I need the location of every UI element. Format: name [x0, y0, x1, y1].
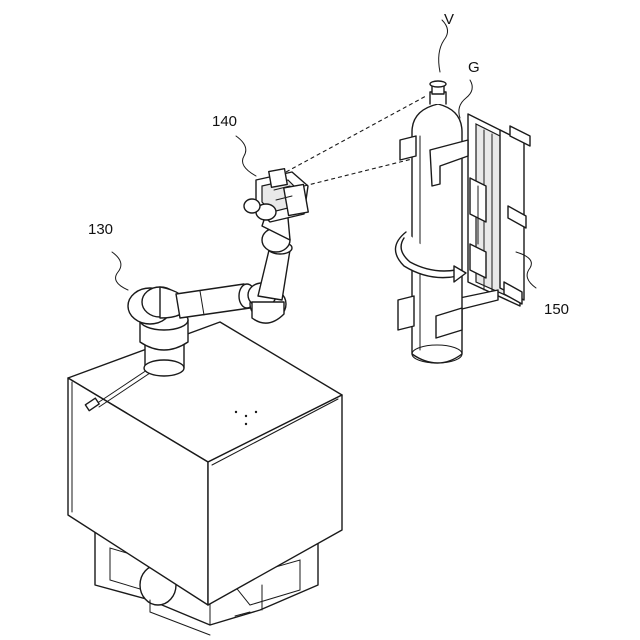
clamp-bottom-left: [398, 296, 414, 330]
gripper: [244, 169, 308, 222]
label-150: 150: [544, 301, 569, 318]
leader-140: [236, 136, 256, 176]
valve-handle: [430, 81, 446, 87]
label-140: 140: [212, 113, 237, 130]
arm-upper-link: [176, 284, 255, 318]
mobile-base: [68, 322, 342, 635]
leader-g: [459, 80, 472, 118]
gas-cylinder: [398, 81, 468, 363]
leader-130: [112, 252, 128, 290]
clamp-top-left: [400, 136, 416, 160]
label-130: 130: [88, 221, 113, 238]
label-g: G: [468, 59, 480, 76]
label-v: V: [444, 11, 454, 28]
